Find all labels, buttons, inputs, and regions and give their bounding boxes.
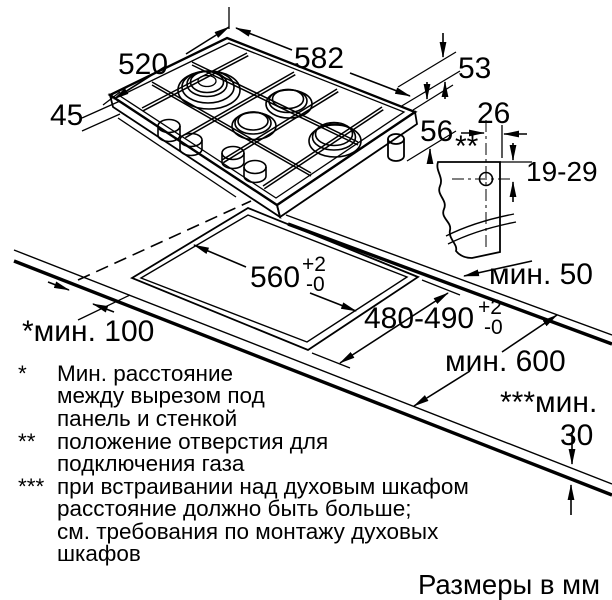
gas-pipe-top bbox=[387, 133, 405, 145]
footnote-2-marker: ** bbox=[18, 429, 36, 454]
footnote-line: положение отверстия для bbox=[57, 429, 329, 454]
burner-back-right bbox=[265, 88, 313, 119]
dim-min100-arrow-b bbox=[92, 303, 115, 313]
dim-min50-leader bbox=[463, 260, 533, 277]
cutout-outer-edge bbox=[130, 206, 420, 352]
dim-label-min30: ***мин. bbox=[500, 386, 597, 419]
footnote-2-text: положение отверстия для подключения газа bbox=[57, 429, 329, 477]
dim-min600-arrow-b bbox=[501, 314, 558, 353]
hidden-wall-edge-dashed bbox=[77, 200, 252, 281]
footnote-1: * Мин. расстояние между вырезом под пане… bbox=[18, 361, 265, 431]
burner-ring bbox=[311, 123, 357, 151]
cutout-inner-edge bbox=[139, 214, 409, 343]
worktop-front-top-line bbox=[13, 249, 612, 485]
burner-cap bbox=[271, 88, 305, 110]
knob-body bbox=[179, 140, 203, 157]
worktop bbox=[13, 200, 612, 497]
burner-cap-center bbox=[197, 74, 217, 88]
break-arcs bbox=[445, 213, 517, 245]
footnote-line: при встраивании над духовым шкафом bbox=[57, 474, 469, 499]
hob-front-right-face bbox=[275, 110, 418, 219]
dim-label-520: 520 bbox=[118, 48, 168, 81]
worktop-back-wall-line bbox=[287, 222, 612, 346]
footnote-line: расстояние должно быть больше; bbox=[57, 496, 412, 522]
hob-isometric-view bbox=[107, 36, 418, 220]
burner-cap bbox=[314, 121, 354, 147]
dim-label-53: 53 bbox=[458, 52, 491, 85]
control-knobs bbox=[157, 118, 267, 184]
dim-520-arrow-b bbox=[113, 65, 167, 100]
footnote-3-text: при встраивании над духовым шкафом расст… bbox=[57, 474, 469, 566]
footnote-line: между вырезом под bbox=[57, 383, 265, 409]
dim-label-480-tol-plus: +2 bbox=[478, 296, 502, 319]
burner-base bbox=[308, 124, 362, 158]
footnote-line: см. требования по монтажу духовых bbox=[57, 518, 439, 544]
dim-label-582: 582 bbox=[294, 42, 344, 75]
dim-582-arrow-b bbox=[349, 72, 411, 97]
units-note: Размеры в мм bbox=[418, 569, 600, 600]
worktop-front-edge-line bbox=[13, 259, 612, 497]
burner-wok-left bbox=[177, 70, 241, 110]
dim-label-560-tol-plus: +2 bbox=[302, 253, 326, 276]
footnote-3: *** при встраивании над духовым шкафом р… bbox=[18, 474, 469, 566]
footnote-line: Мин. расстояние bbox=[57, 361, 234, 386]
dim-label-480-490: 480-490 bbox=[364, 302, 474, 335]
dim-label-56: 56 bbox=[420, 115, 453, 148]
side-profile-outline bbox=[436, 161, 501, 259]
gas-pipe bbox=[387, 133, 405, 162]
dimension-annotations: 520 582 53 45 56 26 ** 19-29 мин. 50 560… bbox=[22, 7, 598, 515]
burner-center-front bbox=[231, 111, 277, 141]
grate-bars bbox=[141, 52, 384, 190]
dim-label-480-tol-minus: -0 bbox=[484, 316, 503, 339]
dim-560-arrow-a bbox=[193, 244, 247, 268]
dim-label-min600: мин. 600 bbox=[445, 345, 566, 378]
gas-hole bbox=[478, 171, 494, 187]
centerlines bbox=[452, 120, 512, 251]
control-knob bbox=[179, 132, 203, 148]
dim-label-min100: *мин. 100 bbox=[22, 315, 154, 348]
knob-body bbox=[157, 126, 181, 143]
footnote-3-marker: *** bbox=[18, 474, 45, 499]
dim-520-arrow-a bbox=[185, 26, 230, 55]
dim-582-arrow-a bbox=[235, 27, 293, 51]
control-knob bbox=[221, 145, 245, 161]
burner-front-right bbox=[308, 121, 362, 158]
footnote-1-text: Мин. расстояние между вырезом под панель… bbox=[57, 361, 265, 431]
gas-pipe-body bbox=[387, 139, 405, 162]
dim-480-490-line bbox=[339, 292, 449, 364]
dim-min600-arrow-a bbox=[413, 370, 471, 407]
knob-body bbox=[243, 167, 267, 184]
dim-label-26: 26 bbox=[477, 97, 510, 130]
footnote-2: ** положение отверстия для подключения г… bbox=[18, 429, 329, 477]
dim-label-45: 45 bbox=[50, 99, 83, 132]
burner-cap bbox=[189, 70, 225, 94]
footnote-line: панель и стенкой bbox=[57, 405, 238, 431]
burner-cap bbox=[237, 111, 269, 131]
dim-min100-arrow-a bbox=[47, 281, 70, 291]
dim-label-560-tol-minus: -0 bbox=[306, 273, 325, 296]
dim-label-19-29: 19-29 bbox=[526, 156, 598, 187]
footnote-line: подключения газа bbox=[57, 451, 245, 477]
dim-label-min30-value: 30 bbox=[560, 419, 593, 452]
dim-label-min50: мин. 50 bbox=[489, 258, 593, 291]
control-knob bbox=[157, 118, 181, 134]
footnote-1-marker: * bbox=[18, 361, 27, 386]
hob-rim-inner-line bbox=[118, 42, 406, 199]
gas-hole-footnote-marker: ** bbox=[455, 130, 479, 163]
footnote-line: шкафов bbox=[57, 540, 141, 566]
control-knob bbox=[243, 159, 267, 175]
hob-body-lower-line bbox=[117, 117, 237, 198]
gas-connection-detail bbox=[436, 120, 517, 259]
dim-label-560: 560 bbox=[250, 261, 300, 294]
knob-body bbox=[221, 153, 245, 170]
